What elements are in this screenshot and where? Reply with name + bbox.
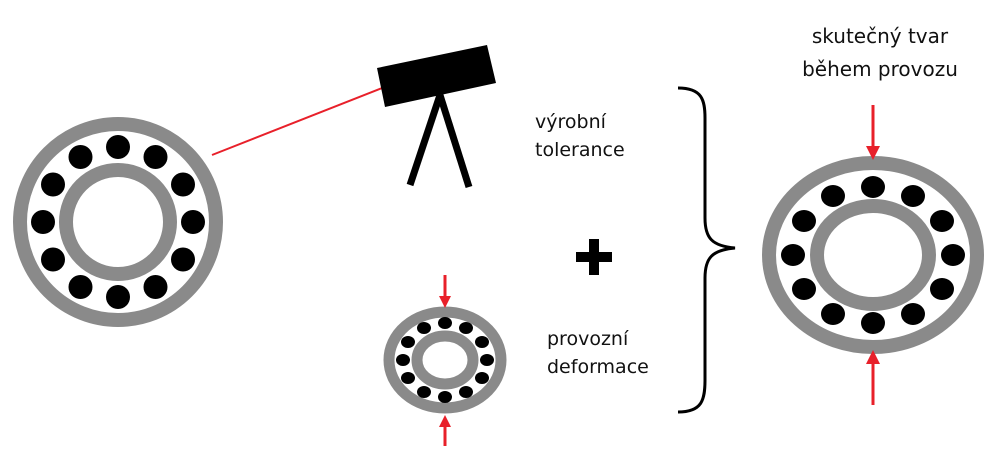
force-arrow-bottom [866,350,880,405]
label-line: provozní [547,328,629,350]
bearing-balls [781,176,965,334]
label-line: deformace [547,356,649,378]
curly-brace [677,86,736,414]
plus-icon [576,239,612,275]
measured-bearing [13,117,223,327]
label-line: během provozu [802,57,958,81]
bearing-balls [396,317,494,403]
operational-deformation-label: provozní deformace [547,325,649,381]
deformed-bearing [383,275,507,446]
laser-beam [211,87,383,156]
manufacturing-tolerance-label: výrobní tolerance [535,108,625,164]
resulting-bearing [762,105,984,405]
actual-shape-label: skutečný tvar během provozu [760,20,1000,86]
force-arrow-bottom [439,415,451,446]
bearing-balls [31,135,205,309]
label-line: skutečný tvar [811,24,949,48]
label-line: výrobní [535,111,606,133]
label-line: tolerance [535,139,625,161]
force-arrow-top [866,105,880,160]
force-arrow-top [439,275,451,308]
laser-scanner-icon [377,45,496,189]
